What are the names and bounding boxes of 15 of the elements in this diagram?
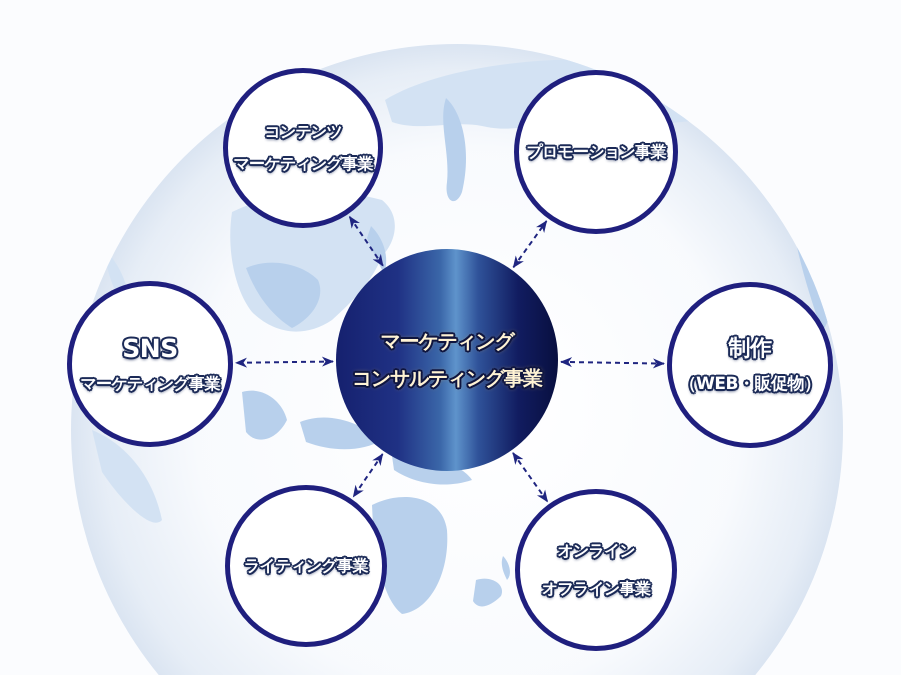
node-label: SNS [122, 333, 178, 366]
node-label: コンテンツマーケティング事業 [233, 116, 373, 180]
dashed-arrow [512, 220, 548, 268]
dashed-arrow [352, 453, 384, 498]
node-label: （WEB・販促物） [680, 373, 820, 396]
node-label: 制作 [728, 334, 772, 364]
node-label: オンラインオフライン事業 [542, 532, 650, 608]
dashed-arrow [560, 357, 665, 368]
node-label: マーケティング事業 [80, 374, 220, 395]
node-label: マーケティングコンサルティング事業 [352, 328, 542, 392]
node-label: プロモーション事業 [526, 142, 666, 162]
dashed-arrow [512, 452, 548, 502]
dashed-arrow [348, 216, 384, 267]
node-label: ライティング事業 [244, 556, 368, 576]
dashed-arrow [235, 356, 334, 368]
